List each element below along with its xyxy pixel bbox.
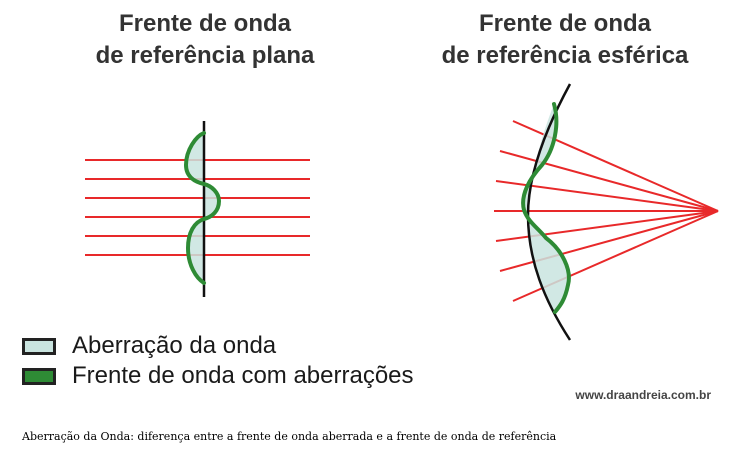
- legend-aberrated-front: Frente de onda com aberrações: [22, 362, 414, 390]
- spherical-aberrated-front: [521, 102, 571, 314]
- plane-title-line1: Frente de onda: [118, 10, 292, 37]
- spherical-reference-title: Frente de onda de referência esférica: [400, 8, 730, 72]
- spherical-title-line1: Frente de onda: [478, 10, 652, 37]
- aberrated-front-swatch: [22, 367, 56, 385]
- spherical-title-line2: de referência esférica: [441, 42, 689, 69]
- spherical-ray: [495, 180, 719, 212]
- figure-caption: Aberração da Onda: diferença entre a fre…: [22, 430, 557, 443]
- website-credit: www.draandreia.com.br: [575, 388, 711, 402]
- aberrated-front-legend-label: Frente de onda com aberrações: [72, 362, 414, 389]
- plane-aberrated-front: [183, 131, 222, 285]
- plane-title-line2: de referência plana: [95, 42, 315, 69]
- legend-aberration: Aberração da onda: [22, 332, 276, 360]
- plane-reference-title: Frente de onda de referência plana: [40, 8, 370, 72]
- spherical-reference-group: [494, 83, 719, 341]
- aberration-swatch: [22, 337, 56, 355]
- aberration-legend-label: Aberração da onda: [72, 332, 277, 359]
- plane-aberration-area: [186, 133, 219, 283]
- plane-reference-group: [85, 121, 310, 297]
